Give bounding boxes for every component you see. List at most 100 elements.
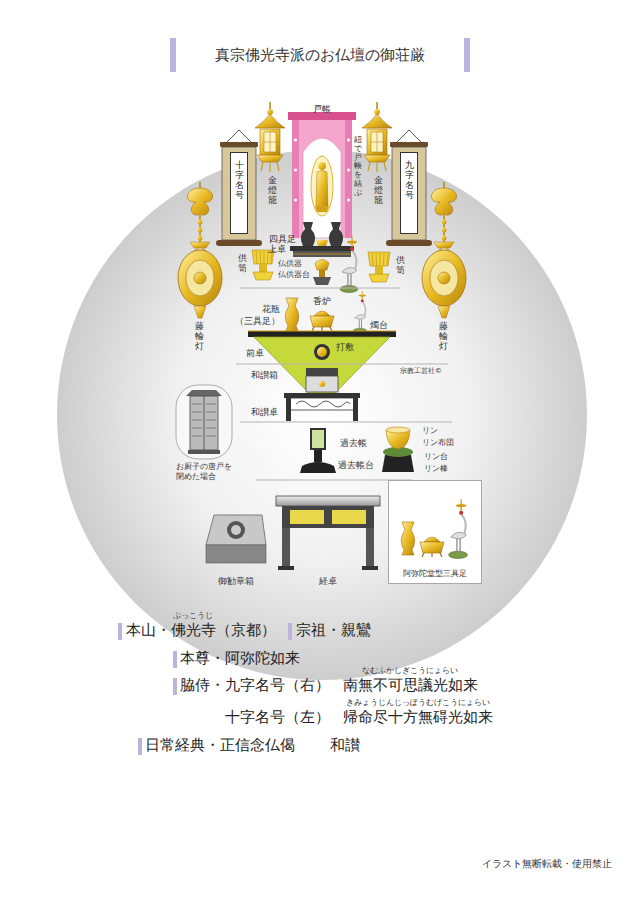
- illustration-part: [282, 528, 290, 568]
- illustration-part: [248, 331, 396, 337]
- part-label: 花瓶: [262, 304, 280, 314]
- scroll-name: 十字名号: [235, 161, 244, 201]
- illustration-part: [282, 506, 374, 528]
- part-label: なむふかしぎこうにょらい: [362, 666, 458, 675]
- illustration-part: [386, 427, 410, 433]
- part-label: リン: [422, 426, 438, 435]
- part-label: きみょうじんじっぽうむげこうにょらい: [346, 698, 490, 707]
- illustration-part: [310, 428, 326, 450]
- illustration-part: [276, 496, 380, 506]
- flower-vase: [285, 298, 299, 331]
- illustration-part: [294, 198, 297, 201]
- illustration-part: [347, 168, 350, 171]
- illustration-part: [314, 450, 322, 462]
- offering-stand: [252, 250, 274, 280]
- crane-candlestick: [340, 236, 358, 293]
- illustration-part: [284, 393, 360, 398]
- illustration-part: [248, 331, 396, 332]
- illustration-part: [188, 450, 220, 454]
- rice-offering: [313, 260, 331, 286]
- part-label: 藤輪灯: [195, 322, 204, 352]
- illustration-part: [347, 198, 350, 201]
- box-caption: 阿弥陀堂型三具足: [403, 568, 467, 579]
- illustration-part: [319, 381, 325, 387]
- illustration-part: [306, 368, 338, 376]
- illustration-part: [312, 430, 324, 448]
- illustration-part: [401, 522, 415, 555]
- illustration-part: [388, 480, 482, 584]
- illustration-part: [192, 404, 216, 436]
- curtain: [288, 112, 356, 238]
- body-text: 本山・佛光寺（京都）: [126, 622, 276, 639]
- shelf-line: [240, 288, 400, 289]
- incense-burner: [310, 311, 334, 331]
- illustration-part: [227, 521, 245, 539]
- body-text: 南無不可思議光如来: [343, 677, 478, 694]
- illustration-part: [176, 385, 232, 459]
- hymn-box: [306, 368, 338, 392]
- illustration-part: [347, 138, 350, 141]
- illustration-part: [293, 251, 351, 257]
- body-text: 十字名号（左）: [225, 709, 330, 726]
- illustration-part: [204, 396, 205, 450]
- illustration-part: [420, 537, 444, 557]
- hanging-scroll-left: [216, 130, 262, 246]
- part-label: 藤輪灯: [439, 322, 448, 352]
- part-label: 過去帳: [340, 438, 367, 448]
- sermon-box: [206, 515, 266, 563]
- illustration-part: [306, 376, 338, 392]
- illustration-part: [382, 455, 414, 472]
- hanging-scroll-right: [386, 130, 432, 246]
- illustration-part: [222, 147, 256, 240]
- illustration-part: [231, 525, 241, 535]
- part-label: お厨子の唐戸を 閉めた場合: [176, 462, 242, 482]
- part-label: 金燈籠: [268, 176, 277, 206]
- title-bars: [170, 38, 470, 72]
- illustration-part: [300, 462, 336, 473]
- upper-table: [290, 246, 354, 257]
- illustration-part: [173, 678, 177, 695]
- body-text: 日常経典・正信念仏偈: [145, 737, 295, 754]
- illustration-part: [345, 116, 352, 238]
- offering-stand: [368, 252, 390, 282]
- hanging-lamp: [178, 182, 222, 318]
- illustration-part: [294, 168, 297, 171]
- illustration-part: [170, 38, 470, 72]
- bell-set: [382, 427, 414, 472]
- scroll-name: 九字名号: [405, 161, 414, 201]
- illustration-part: [206, 545, 266, 563]
- illustration-part: [317, 347, 327, 357]
- illustration-part: [290, 510, 324, 524]
- body-text: 帰命尽十方無碍光如来: [343, 709, 493, 726]
- part-label: リン布団: [422, 438, 454, 447]
- sutra-table: [276, 496, 380, 570]
- title-box: 真宗佛光寺派のお仏壇の御荘厳: [176, 38, 464, 72]
- gold-lantern: [362, 102, 392, 172]
- hymn-table: [284, 393, 360, 421]
- illustration-part: [292, 116, 352, 238]
- crane-candlestick: [353, 291, 367, 333]
- illustration-part: [390, 142, 428, 147]
- body-text: 宗祖・親鸞: [296, 622, 371, 639]
- body-text: 本尊・阿弥陀如来: [180, 650, 300, 667]
- illustration-part: [316, 171, 328, 209]
- illustration-part: [292, 116, 299, 238]
- illustration-part: [362, 566, 378, 570]
- illustration-part: [464, 38, 470, 72]
- illustration-part: [332, 510, 366, 524]
- illustration-part: [138, 738, 142, 755]
- body-text: 和讃: [330, 737, 360, 754]
- illustration-part: [288, 623, 292, 640]
- four-vessels: [301, 222, 343, 246]
- part-label: 和讃箱: [251, 370, 278, 380]
- illustration-part: [216, 240, 262, 246]
- illustration-part: [286, 398, 291, 421]
- illustration-part: [293, 254, 351, 255]
- part-label: 御勧章箱: [218, 576, 254, 586]
- caption-box: 阿弥陀堂型三具足: [388, 480, 482, 584]
- shelf-line: [236, 364, 448, 365]
- illustration-part: [353, 398, 358, 421]
- illustration-part: [278, 566, 294, 570]
